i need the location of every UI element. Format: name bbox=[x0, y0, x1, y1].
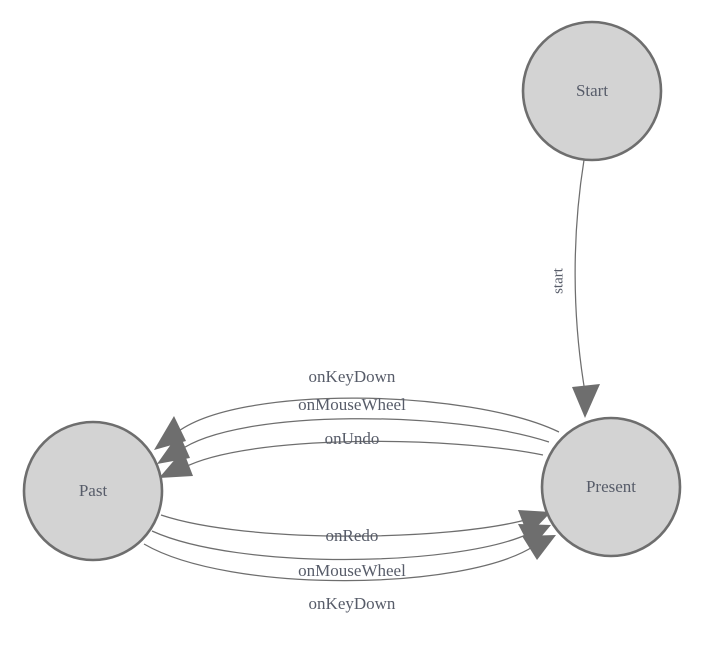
edge-past-to-present-onkeydown-path bbox=[143, 543, 535, 582]
edge-label-start: start bbox=[550, 267, 566, 294]
node-present-label: Present bbox=[586, 477, 636, 496]
edge-present-to-past-onmousewheel-path bbox=[178, 418, 550, 452]
edge-start-to-present-arrowhead bbox=[572, 384, 600, 418]
edge-past-to-present-onmousewheel-path bbox=[151, 530, 529, 561]
node-start[interactable]: Start bbox=[521, 20, 663, 162]
edge-past-to-present-onredo[interactable]: onRedo bbox=[160, 510, 551, 545]
edge-present-to-past-onundo-arrowhead bbox=[159, 450, 193, 478]
edge-start-to-present-path bbox=[574, 159, 586, 393]
edge-present-to-past-onkeydown-path bbox=[174, 397, 560, 435]
node-start-circle bbox=[521, 20, 663, 162]
node-past-circle bbox=[22, 420, 164, 562]
edge-label-present-to-past-onundo: onUndo bbox=[325, 429, 380, 448]
node-past-label: Past bbox=[79, 481, 108, 500]
node-present-circle bbox=[540, 416, 682, 558]
edge-label-past-to-present-onredo: onRedo bbox=[326, 526, 379, 545]
edge-label-present-to-past-onkeydown: onKeyDown bbox=[309, 367, 396, 386]
edge-label-past-to-present-onkeydown: onKeyDown bbox=[309, 594, 396, 613]
edge-present-to-past-onundo-path bbox=[182, 440, 544, 469]
node-past[interactable]: Past bbox=[22, 420, 164, 562]
node-present[interactable]: Present bbox=[540, 416, 682, 558]
node-start-label: Start bbox=[576, 81, 608, 100]
edge-present-to-past-onundo[interactable]: onUndo bbox=[159, 429, 544, 478]
edge-label-present-to-past-onmousewheel: onMouseWheel bbox=[298, 395, 406, 414]
edge-past-to-present-onkeydown-arrowhead bbox=[522, 535, 556, 560]
edge-start-to-present[interactable]: start bbox=[550, 159, 600, 418]
edge-past-to-present-onredo-path bbox=[160, 514, 530, 537]
edge-label-past-to-present-onmousewheel: onMouseWheel bbox=[298, 561, 406, 580]
edge-past-to-present-onkeydown[interactable]: onKeyDown bbox=[143, 535, 556, 613]
